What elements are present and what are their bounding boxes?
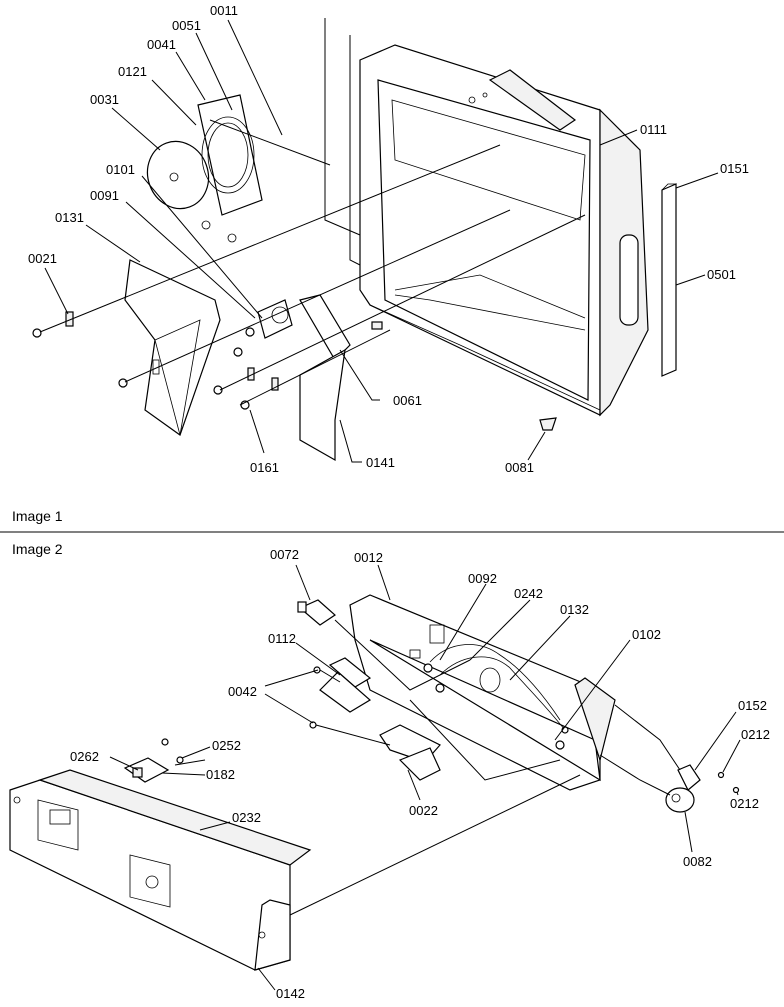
callout-0022: 0022 [409, 803, 438, 818]
damper-heater [257, 299, 293, 339]
left-duct [124, 259, 221, 436]
callout-0212-top: 0212 [741, 727, 770, 742]
callout-0142: 0142 [276, 986, 305, 1001]
callout-0092: 0092 [468, 571, 497, 586]
control-housing [349, 594, 616, 791]
callout-0242: 0242 [514, 586, 543, 601]
light-assembly [665, 764, 740, 813]
relay-module [379, 724, 441, 781]
right-duct [299, 294, 351, 462]
callout-0082: 0082 [683, 854, 712, 869]
callout-0141: 0141 [366, 455, 395, 470]
callout-0091: 0091 [90, 188, 119, 203]
callout-0101: 0101 [106, 162, 135, 177]
callout-0112: 0112 [268, 631, 296, 646]
callout-0061: 0061 [393, 393, 422, 408]
callout-0151: 0151 [720, 161, 749, 176]
assembly-lines-image-1 [39, 18, 586, 406]
callout-0042: 0042 [228, 684, 257, 699]
image-2-exploded-view: 0072 0012 0092 0242 0132 0102 0112 0042 … [9, 547, 770, 1001]
callout-0232: 0232 [232, 810, 261, 825]
fan-bracket [197, 94, 263, 243]
screws-image-1 [32, 311, 557, 431]
callout-0131: 0131 [55, 210, 84, 225]
callout-0132: 0132 [560, 602, 589, 617]
callout-0072: 0072 [270, 547, 299, 562]
callout-0152: 0152 [738, 698, 767, 713]
callout-0041: 0041 [147, 37, 176, 52]
callout-0021: 0021 [28, 251, 57, 266]
image-2-caption: Image 2 [12, 541, 63, 557]
callout-0262: 0262 [70, 749, 99, 764]
thermostat [319, 657, 372, 713]
mounting-clip [123, 738, 184, 783]
callouts-image-1: 0011 0051 0041 0121 0031 0101 0091 0131 … [28, 3, 749, 475]
callout-0011: 0011 [210, 3, 238, 18]
insulation-strip [661, 183, 677, 377]
callout-0081: 0081 [505, 460, 534, 475]
leaders-image-1 [44, 19, 719, 463]
callout-0161: 0161 [250, 460, 279, 475]
callout-0252: 0252 [212, 738, 241, 753]
callout-0102: 0102 [632, 627, 661, 642]
image-1-caption: Image 1 [12, 508, 63, 524]
front-panel [9, 769, 312, 971]
image-1-exploded-view: 0011 0051 0041 0121 0031 0101 0091 0131 … [28, 3, 749, 475]
callout-0031: 0031 [90, 92, 119, 107]
door-switch [297, 599, 336, 626]
callout-0012: 0012 [354, 550, 383, 565]
callout-0182: 0182 [206, 767, 235, 782]
callout-0051: 0051 [172, 18, 201, 33]
callout-0121: 0121 [118, 64, 147, 79]
screws-image-2 [309, 666, 321, 729]
callout-0212-bottom: 0212 [730, 796, 759, 811]
leaders-image-2 [109, 564, 741, 991]
callout-0111: 0111 [640, 122, 667, 137]
evaporator-housing [359, 44, 649, 417]
callouts-image-2: 0072 0012 0092 0242 0132 0102 0112 0042 … [70, 547, 770, 1001]
callout-0501: 0501 [707, 267, 736, 282]
assembly-lines-image-2 [174, 619, 681, 916]
